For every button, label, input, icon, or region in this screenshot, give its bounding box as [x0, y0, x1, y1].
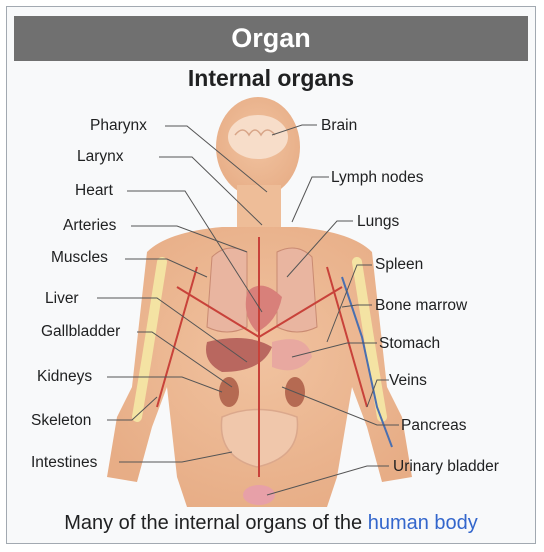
label-muscles: Muscles — [51, 249, 108, 266]
label-arteries: Arteries — [63, 217, 117, 234]
label-larynx: Larynx — [77, 148, 124, 165]
label-pancreas: Pancreas — [401, 417, 467, 434]
caption-text: Many of the internal organs of the — [64, 512, 368, 534]
infobox-title: Organ — [14, 16, 528, 61]
stomach-organ — [272, 339, 312, 371]
pointer-lines — [97, 124, 399, 496]
label-kidneys: Kidneys — [37, 368, 93, 385]
label-urinary-bladder: Urinary bladder — [393, 458, 499, 475]
label-brain: Brain — [321, 117, 358, 134]
anatomy-figure[interactable] — [7, 7, 537, 507]
infobox: Organ Internal organs — [6, 6, 536, 544]
label-intestines: Intestines — [31, 454, 98, 471]
bladder-organ — [243, 485, 275, 505]
label-pharynx: Pharynx — [90, 117, 147, 134]
label-bone-marrow: Bone marrow — [375, 297, 468, 314]
label-heart: Heart — [75, 182, 113, 199]
artery-lines — [156, 237, 368, 477]
infobox-subtitle: Internal organs — [187, 65, 355, 91]
label-spleen: Spleen — [375, 256, 424, 273]
vein-lines — [341, 276, 393, 448]
infobox-caption: Many of the internal organs of the human… — [7, 512, 535, 535]
brain-organ — [228, 115, 288, 159]
label-lungs: Lungs — [357, 213, 400, 230]
label-gallbladder: Gallbladder — [41, 323, 121, 340]
kidney-left — [219, 377, 239, 407]
human-body-link[interactable]: human body — [367, 512, 478, 534]
label-stomach: Stomach — [379, 335, 441, 352]
heart-organ — [245, 285, 282, 332]
label-skeleton: Skeleton — [31, 412, 92, 429]
liver-organ — [206, 338, 272, 372]
label-veins: Veins — [389, 372, 427, 389]
label-lymph-nodes: Lymph nodes — [331, 169, 424, 186]
label-liver: Liver — [45, 290, 79, 307]
arm-bones — [132, 257, 387, 422]
